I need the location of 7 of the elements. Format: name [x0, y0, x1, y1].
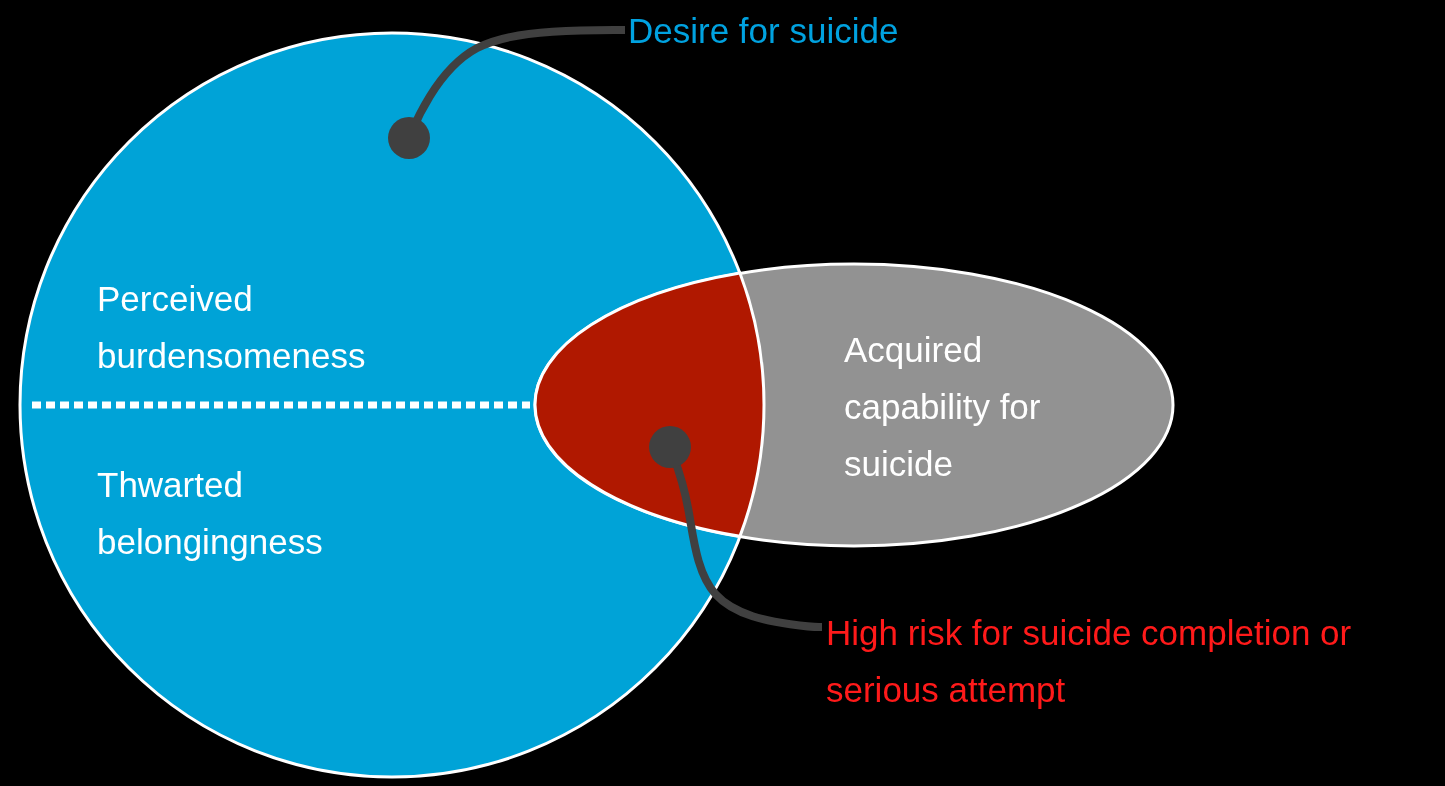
label-text: Acquired capability for suicide — [844, 329, 1042, 485]
leader-line — [649, 426, 824, 631]
label-text: Perceived burdensomeness — [97, 278, 367, 377]
label-text: Thwarted belongingness — [97, 464, 324, 563]
leader-line — [388, 26, 625, 159]
label-text: Desire for suicide — [628, 10, 900, 52]
label-text: High risk for suicide completion or serious attempt — [826, 612, 1353, 711]
